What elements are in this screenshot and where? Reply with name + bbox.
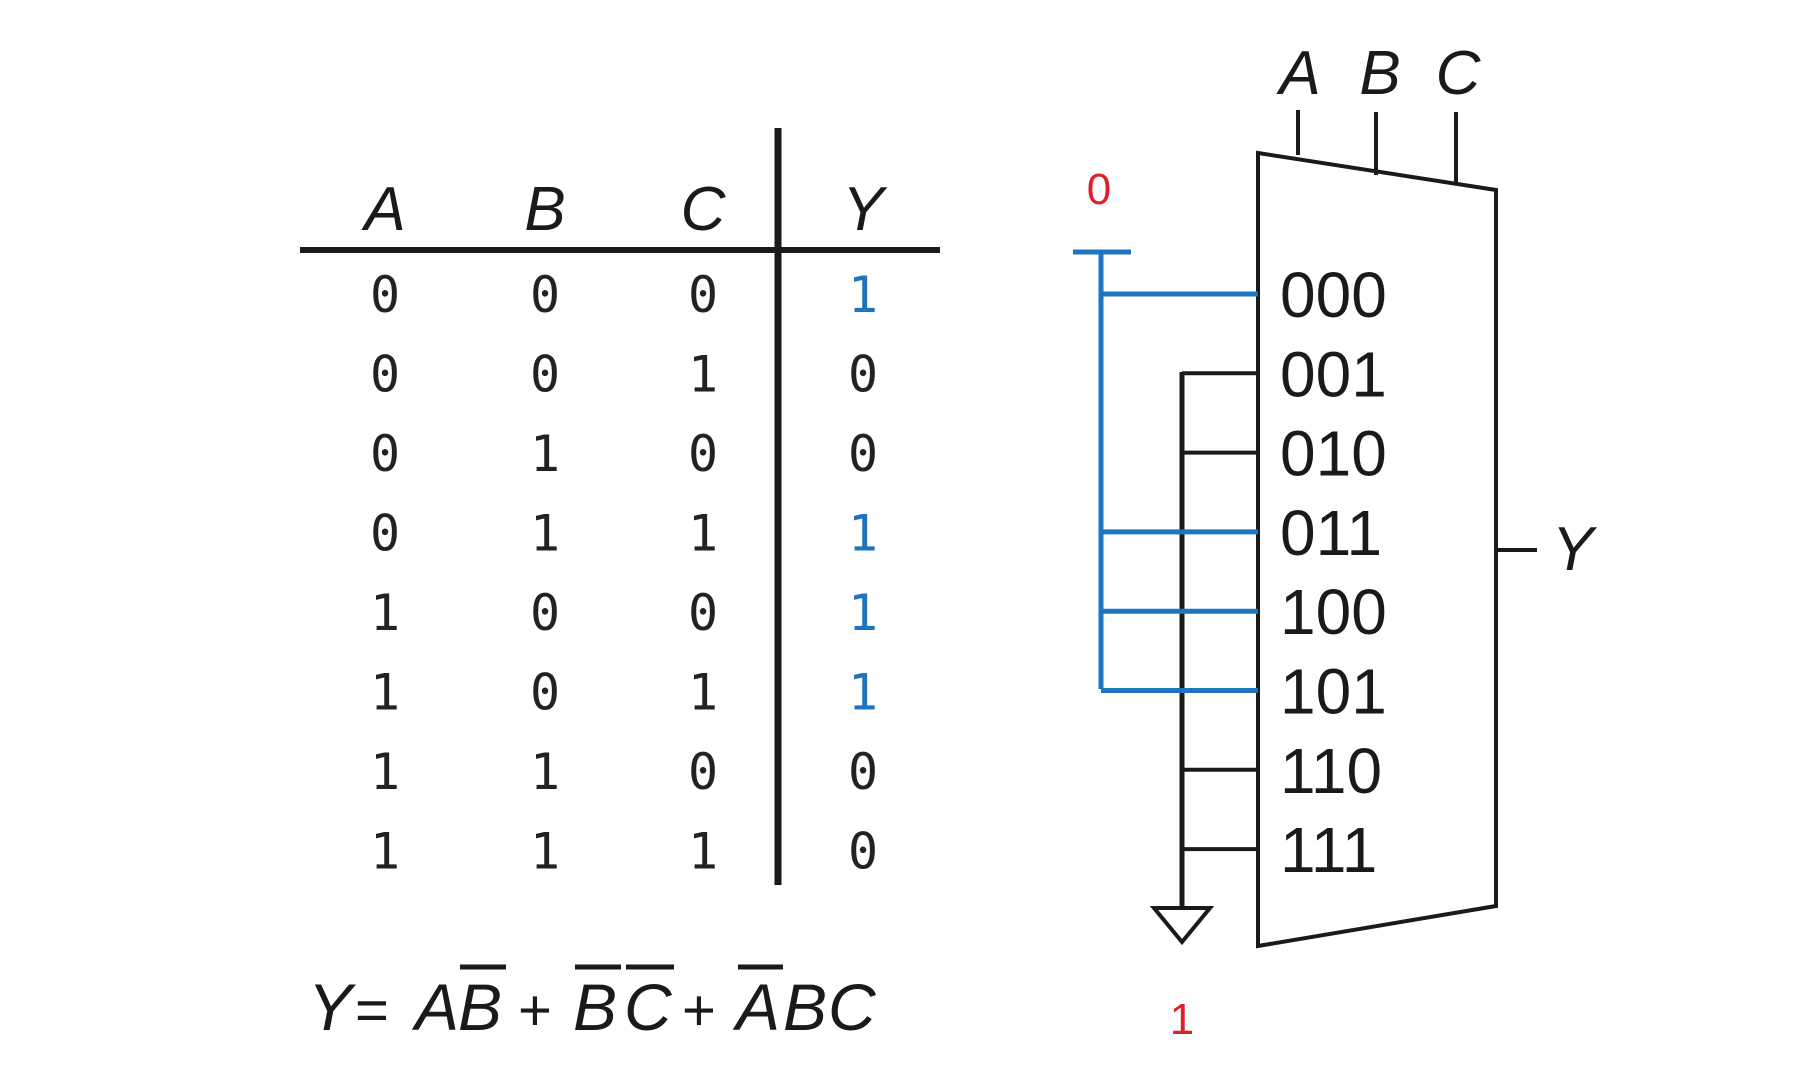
header-b: B bbox=[524, 175, 565, 244]
truth-table-rows: 0 0 0 1 0 0 1 0 0 1 0 0 0 1 1 1 1 0 0 1 1 0 1 1 1 1 0 0 1 1 1 0 bbox=[370, 266, 878, 881]
cell-y-row-7: 0 bbox=[848, 823, 878, 881]
eq-term1-a: A bbox=[411, 970, 459, 1044]
input-label-101: 101 bbox=[1280, 656, 1387, 728]
cell-y-row-2: 0 bbox=[848, 425, 878, 483]
cell-a-row-1: 0 bbox=[370, 346, 400, 404]
eq-plus-2: + bbox=[682, 978, 716, 1043]
eq-plus-1: + bbox=[518, 978, 552, 1043]
cell-a-row-0: 0 bbox=[370, 266, 400, 324]
cell-c-row-1: 1 bbox=[688, 346, 718, 404]
input-label-000: 000 bbox=[1280, 259, 1387, 331]
const-one-label: 1 bbox=[1170, 995, 1194, 1044]
select-label-a: A bbox=[1275, 39, 1320, 108]
cell-b-row-0: 0 bbox=[530, 266, 560, 324]
cell-y-row-5: 1 bbox=[848, 664, 878, 722]
cell-y-row-6: 0 bbox=[848, 743, 878, 801]
select-label-c: C bbox=[1436, 39, 1482, 108]
header-c: C bbox=[681, 175, 727, 244]
input-label-001: 001 bbox=[1280, 338, 1387, 410]
cell-a-row-6: 1 bbox=[370, 743, 400, 801]
cell-b-row-4: 0 bbox=[530, 584, 560, 642]
cell-y-row-1: 0 bbox=[848, 346, 878, 404]
cell-c-row-0: 0 bbox=[688, 266, 718, 324]
input-label-010: 010 bbox=[1280, 418, 1387, 490]
input-label-011: 011 bbox=[1280, 497, 1382, 569]
input-label-110: 110 bbox=[1280, 735, 1382, 807]
eq-term2-b: C bbox=[624, 970, 673, 1044]
eq-term1-b: B bbox=[458, 970, 502, 1044]
cell-a-row-4: 1 bbox=[370, 584, 400, 642]
output-label-y: Y bbox=[1552, 515, 1598, 584]
cell-c-row-3: 1 bbox=[688, 505, 718, 563]
cell-y-row-4: 1 bbox=[848, 584, 878, 642]
eq-term2-a: B bbox=[573, 970, 617, 1044]
eq-term3-a: A bbox=[732, 970, 780, 1044]
header-a: A bbox=[360, 175, 405, 244]
mux-body bbox=[1256, 150, 1498, 949]
cell-b-row-6: 1 bbox=[530, 743, 560, 801]
const-zero-label: 0 bbox=[1087, 165, 1111, 214]
cell-a-row-3: 0 bbox=[370, 505, 400, 563]
eq-term3-c: C bbox=[828, 970, 877, 1044]
select-label-b: B bbox=[1359, 39, 1400, 108]
cell-b-row-7: 1 bbox=[530, 823, 560, 881]
header-y: Y bbox=[842, 175, 888, 244]
input-label-100: 100 bbox=[1280, 576, 1387, 648]
cell-b-row-3: 1 bbox=[530, 505, 560, 563]
input-label-111: 111 bbox=[1280, 814, 1377, 886]
cell-b-row-5: 0 bbox=[530, 664, 560, 722]
cell-c-row-5: 1 bbox=[688, 664, 718, 722]
cell-b-row-1: 0 bbox=[530, 346, 560, 404]
cell-c-row-2: 0 bbox=[688, 425, 718, 483]
boolean-equation: Y = A B + B C + A B C bbox=[308, 964, 877, 1044]
cell-c-row-7: 1 bbox=[688, 823, 718, 881]
cell-a-row-7: 1 bbox=[370, 823, 400, 881]
cell-y-row-3: 1 bbox=[848, 505, 878, 563]
eq-term3-b: B bbox=[783, 970, 827, 1044]
cell-c-row-6: 0 bbox=[688, 743, 718, 801]
eq-equals: = bbox=[355, 978, 389, 1043]
cell-a-row-2: 0 bbox=[370, 425, 400, 483]
ground-icon bbox=[1149, 906, 1215, 946]
cell-y-row-0: 1 bbox=[848, 266, 878, 324]
cell-b-row-2: 1 bbox=[530, 425, 560, 483]
cell-c-row-4: 0 bbox=[688, 584, 718, 642]
truth-table: A B C Y 0 0 0 1 0 0 1 0 0 1 0 0 0 1 1 1 1 0 0 1 1 0 1 1 1 1 0 0 1 1 1 0 bbox=[300, 128, 940, 885]
cell-a-row-5: 1 bbox=[370, 664, 400, 722]
eq-lhs: Y bbox=[308, 970, 356, 1044]
